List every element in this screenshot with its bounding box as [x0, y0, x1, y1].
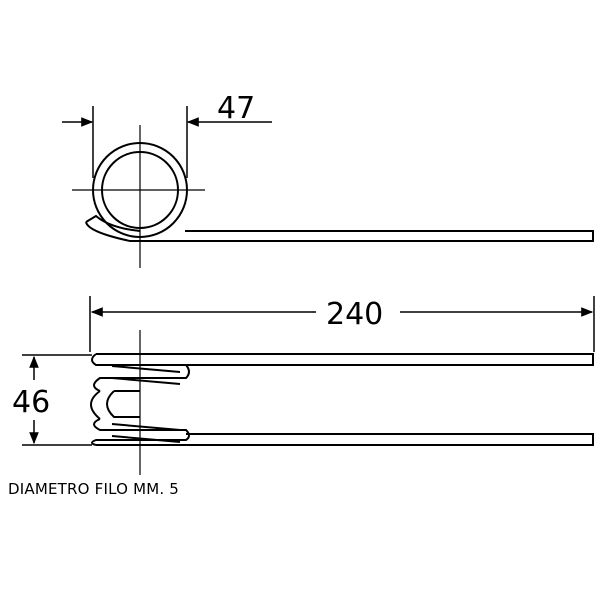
- tine-arm-upper: [85, 221, 594, 242]
- side-view: [62, 106, 594, 268]
- dim-label-240: 240: [326, 297, 383, 332]
- coil-windings: [90, 353, 190, 446]
- wire-diameter-note: DIAMETRO FILO MM. 5: [8, 480, 180, 498]
- coil-inner-loop: [106, 390, 140, 418]
- dim-label-46: 46: [12, 385, 50, 420]
- dim-label-47: 47: [217, 91, 255, 126]
- arm-bottom: [96, 433, 594, 446]
- front-view: [22, 296, 595, 475]
- tine-hook: [85, 214, 141, 232]
- arm-top: [96, 353, 594, 366]
